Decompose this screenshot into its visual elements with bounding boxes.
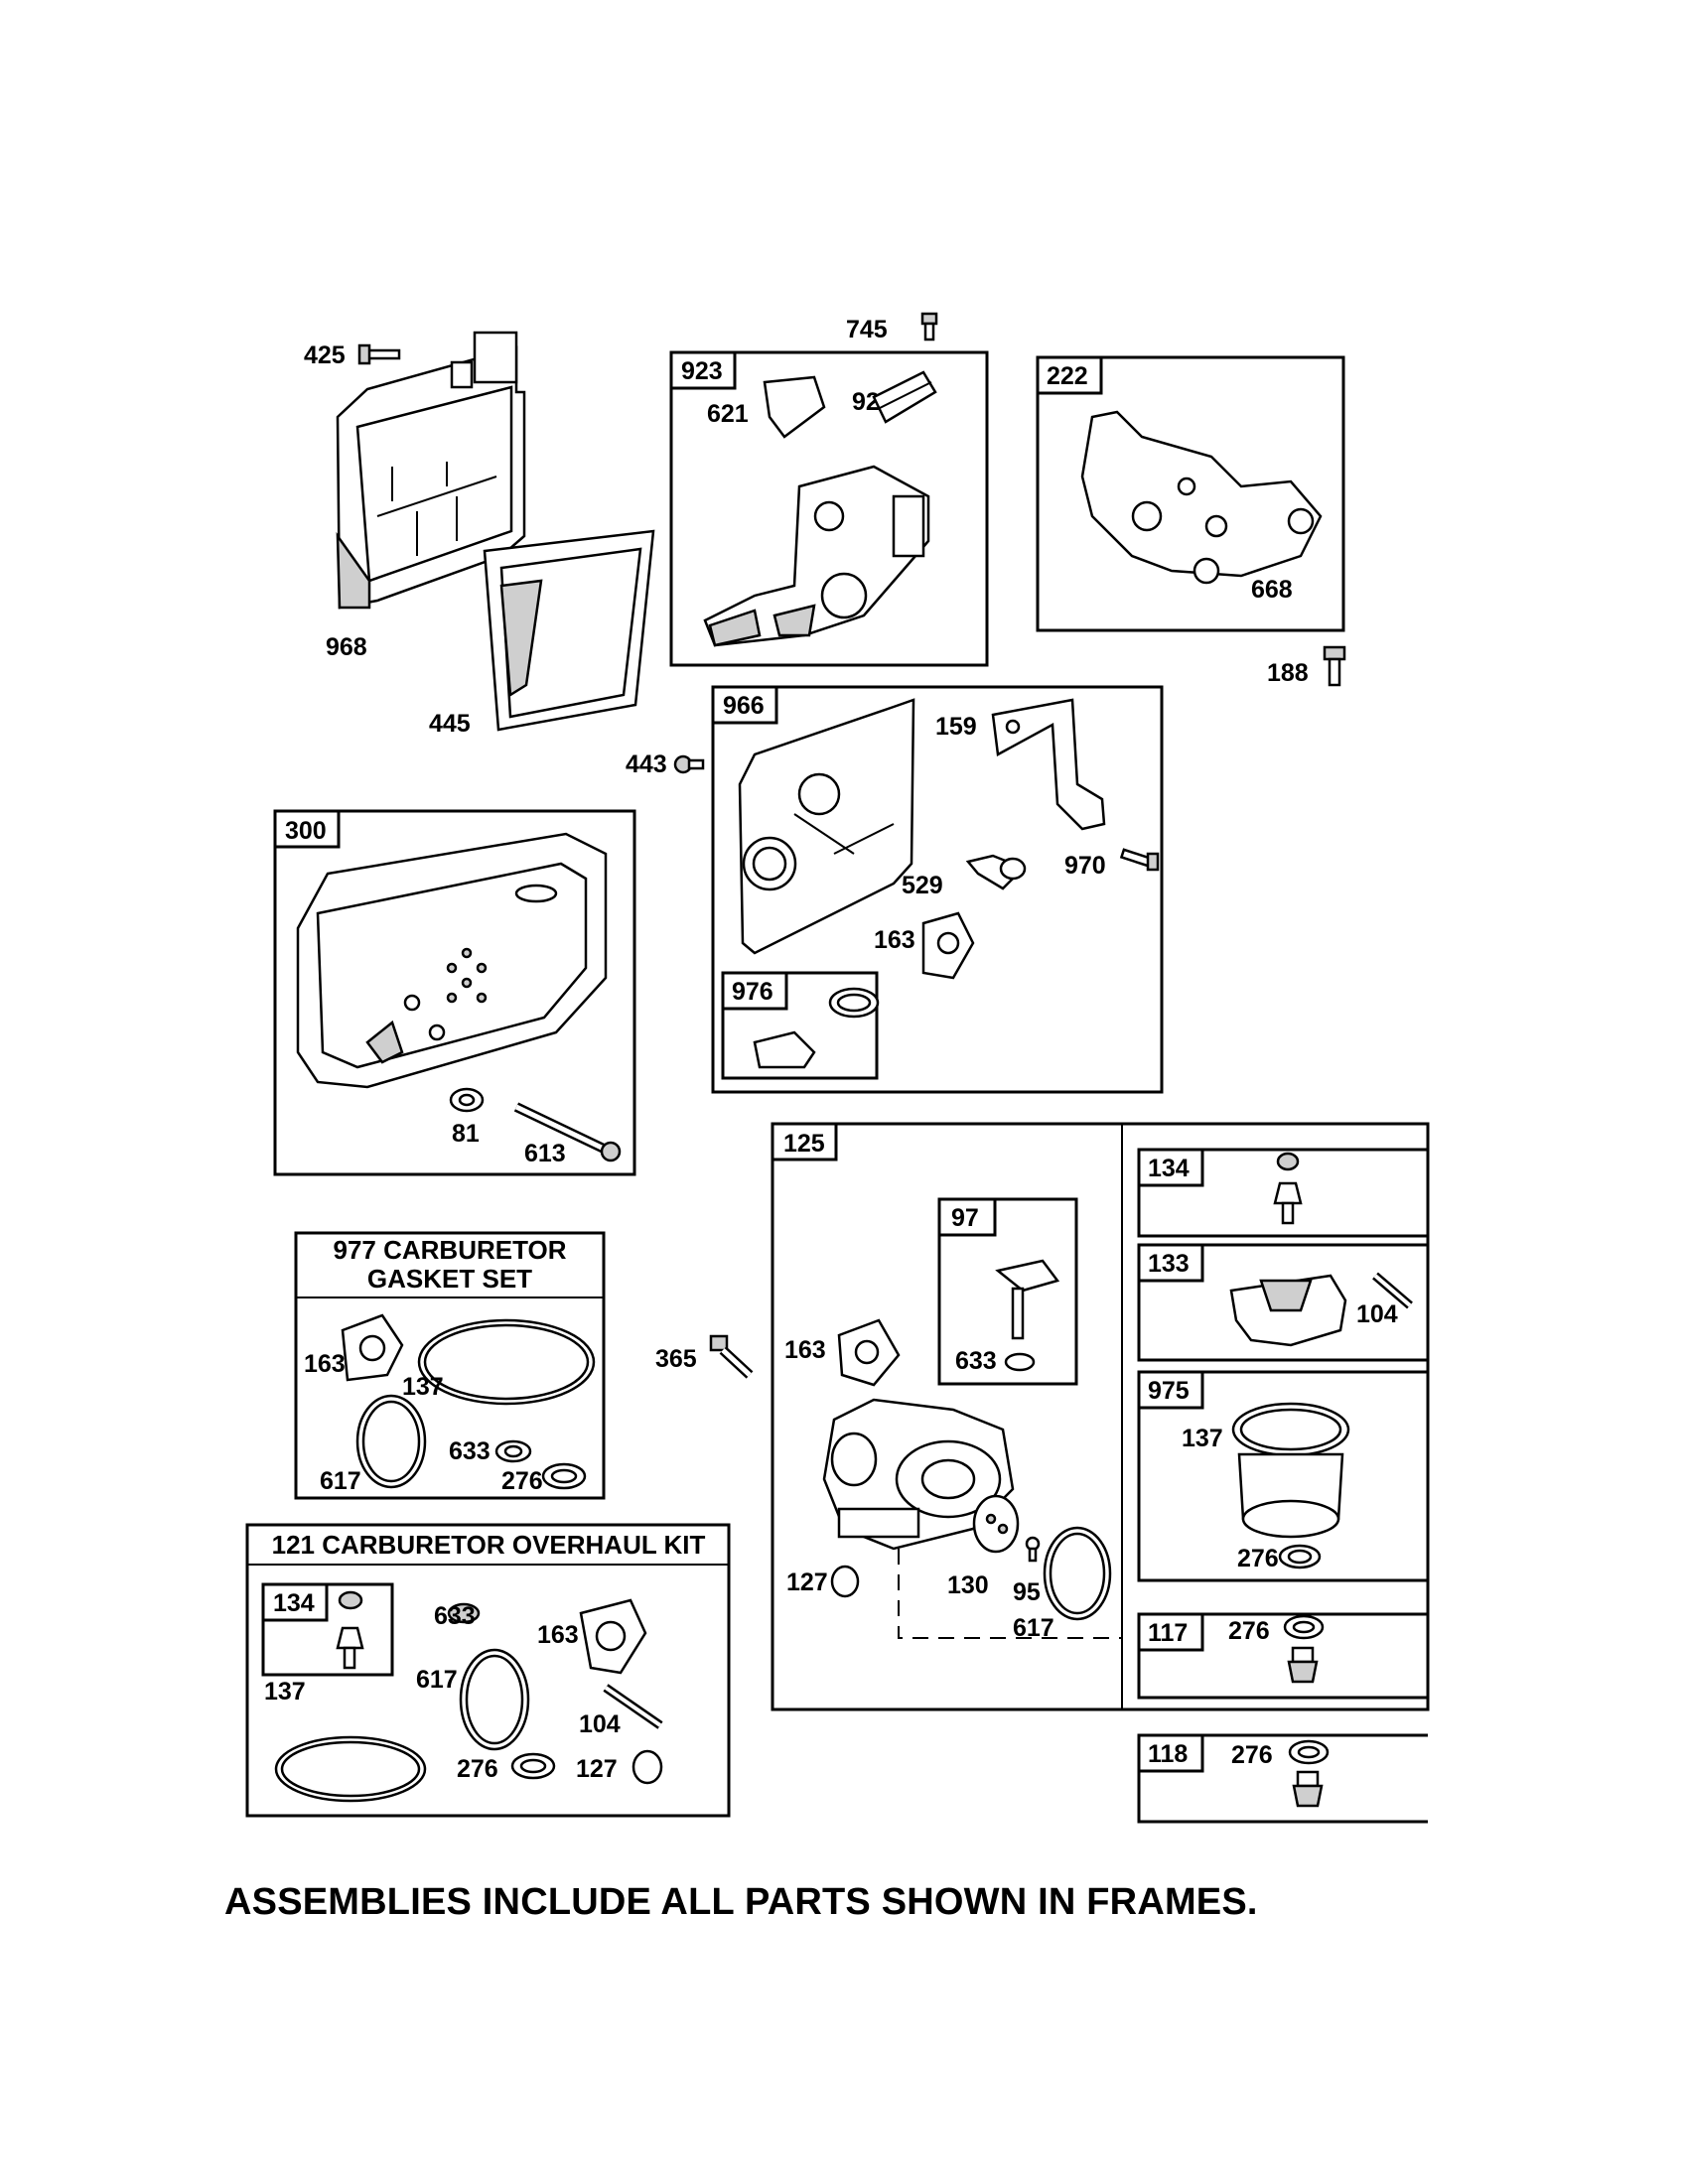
screw-95-part bbox=[1025, 1536, 1041, 1563]
label-613: 613 bbox=[524, 1140, 566, 1167]
label-163a: 163 bbox=[874, 926, 915, 954]
label-95: 95 bbox=[1013, 1578, 1041, 1606]
label-118: 118 bbox=[1148, 1740, 1188, 1768]
label-617a: 617 bbox=[1013, 1614, 1054, 1642]
label-276d: 276 bbox=[501, 1467, 543, 1495]
label-975: 975 bbox=[1148, 1377, 1190, 1405]
label-976: 976 bbox=[732, 978, 773, 1006]
label-188: 188 bbox=[1267, 659, 1309, 687]
label-163d: 163 bbox=[537, 1621, 579, 1649]
label-117: 117 bbox=[1148, 1619, 1188, 1647]
seal-127-part bbox=[830, 1565, 860, 1598]
air-filter-part bbox=[483, 529, 655, 732]
screw-365-part bbox=[709, 1334, 754, 1379]
gasket-set-title-line2: GASKET SET bbox=[367, 1264, 532, 1294]
label-137a: 137 bbox=[1182, 1425, 1223, 1452]
label-633b: 633 bbox=[449, 1437, 491, 1465]
frame-976 bbox=[721, 971, 879, 1080]
label-529: 529 bbox=[902, 872, 943, 899]
label-137b: 137 bbox=[402, 1373, 444, 1401]
gasket-set-977-frame bbox=[294, 1231, 606, 1500]
needle-valve-134-part bbox=[1273, 1152, 1303, 1225]
label-163b: 163 bbox=[784, 1336, 826, 1364]
label-134a: 134 bbox=[1148, 1155, 1190, 1182]
bracket-159-part bbox=[991, 698, 1106, 831]
label-300: 300 bbox=[285, 817, 327, 845]
overhaul-kit-parts bbox=[274, 1590, 663, 1803]
label-127a: 127 bbox=[786, 1569, 828, 1596]
label-276a: 276 bbox=[1237, 1545, 1279, 1572]
label-621: 621 bbox=[707, 400, 749, 428]
frame-300 bbox=[273, 809, 636, 1176]
muffler-part bbox=[296, 832, 608, 1089]
carb-gasket-163-part bbox=[837, 1318, 901, 1387]
fuel-filter-976-part bbox=[753, 987, 880, 1069]
screw-970-part bbox=[1119, 848, 1160, 872]
label-968: 968 bbox=[326, 633, 367, 661]
label-276e: 276 bbox=[457, 1755, 498, 1783]
label-104b: 104 bbox=[579, 1710, 621, 1738]
oring-617-part bbox=[1043, 1526, 1112, 1621]
label-133: 133 bbox=[1148, 1250, 1190, 1278]
footer-note: ASSEMBLIES INCLUDE ALL PARTS SHOWN IN FR… bbox=[224, 1881, 1258, 1923]
label-617b: 617 bbox=[320, 1467, 361, 1495]
label-163c: 163 bbox=[304, 1350, 346, 1378]
pin-104-part bbox=[1372, 1272, 1413, 1309]
frame-125 bbox=[771, 1122, 1430, 1711]
label-365: 365 bbox=[655, 1345, 697, 1373]
elbow-529-part bbox=[965, 854, 1027, 890]
label-745: 745 bbox=[846, 316, 888, 343]
screw-425-part bbox=[357, 343, 401, 365]
air-cleaner-base-part bbox=[336, 331, 526, 610]
screw-188-part bbox=[1323, 645, 1346, 687]
diaphragm-130-part bbox=[972, 1494, 1020, 1554]
label-425: 425 bbox=[304, 341, 346, 369]
label-159: 159 bbox=[935, 713, 977, 741]
frame-97 bbox=[937, 1197, 1078, 1386]
label-276b: 276 bbox=[1228, 1617, 1270, 1645]
label-923: 923 bbox=[681, 357, 723, 385]
label-81: 81 bbox=[452, 1120, 480, 1148]
gasket-set-title-line1: 977 CARBURETOR bbox=[333, 1235, 566, 1265]
screw-745-part bbox=[920, 312, 938, 341]
label-633a: 633 bbox=[955, 1347, 997, 1375]
throttle-shaft-97-part bbox=[995, 1259, 1060, 1372]
frame-222 bbox=[1036, 355, 1345, 632]
frame-966 bbox=[711, 685, 1164, 1094]
label-134b: 134 bbox=[273, 1589, 315, 1617]
gasket-81-part bbox=[449, 1087, 485, 1113]
label-970: 970 bbox=[1064, 852, 1106, 880]
label-222: 222 bbox=[1047, 362, 1088, 390]
overhaul-kit-title: 121 CARBURETOR OVERHAUL KIT bbox=[272, 1530, 706, 1560]
jet-117-part bbox=[1283, 1614, 1325, 1684]
label-127b: 127 bbox=[576, 1755, 618, 1783]
label-668: 668 bbox=[1251, 576, 1293, 604]
frame-923 bbox=[669, 350, 989, 667]
label-125: 125 bbox=[783, 1130, 825, 1158]
label-130: 130 bbox=[947, 1571, 989, 1599]
label-633c: 633 bbox=[434, 1602, 476, 1630]
label-445: 445 bbox=[429, 710, 471, 738]
bolt-613-part bbox=[513, 1102, 622, 1162]
label-97: 97 bbox=[951, 1204, 979, 1232]
label-276c: 276 bbox=[1231, 1741, 1273, 1769]
governor-bracket-part bbox=[1080, 410, 1323, 585]
float-bowl-975-part bbox=[1231, 1402, 1350, 1570]
intake-plate-part bbox=[738, 698, 915, 955]
float-133-part bbox=[1229, 1274, 1347, 1347]
label-104a: 104 bbox=[1356, 1300, 1398, 1328]
carburetor-body-part bbox=[822, 1398, 1015, 1551]
overhaul-kit-121-frame bbox=[245, 1523, 731, 1818]
gasket-set-parts bbox=[341, 1313, 596, 1490]
label-966: 966 bbox=[723, 692, 765, 720]
label-617c: 617 bbox=[416, 1666, 458, 1694]
jet-118-part bbox=[1288, 1739, 1330, 1808]
gasket-163-part bbox=[921, 911, 975, 980]
control-bracket-part bbox=[703, 370, 937, 647]
label-443: 443 bbox=[626, 751, 667, 778]
label-137c: 137 bbox=[264, 1678, 306, 1706]
screw-443-part bbox=[673, 754, 705, 774]
